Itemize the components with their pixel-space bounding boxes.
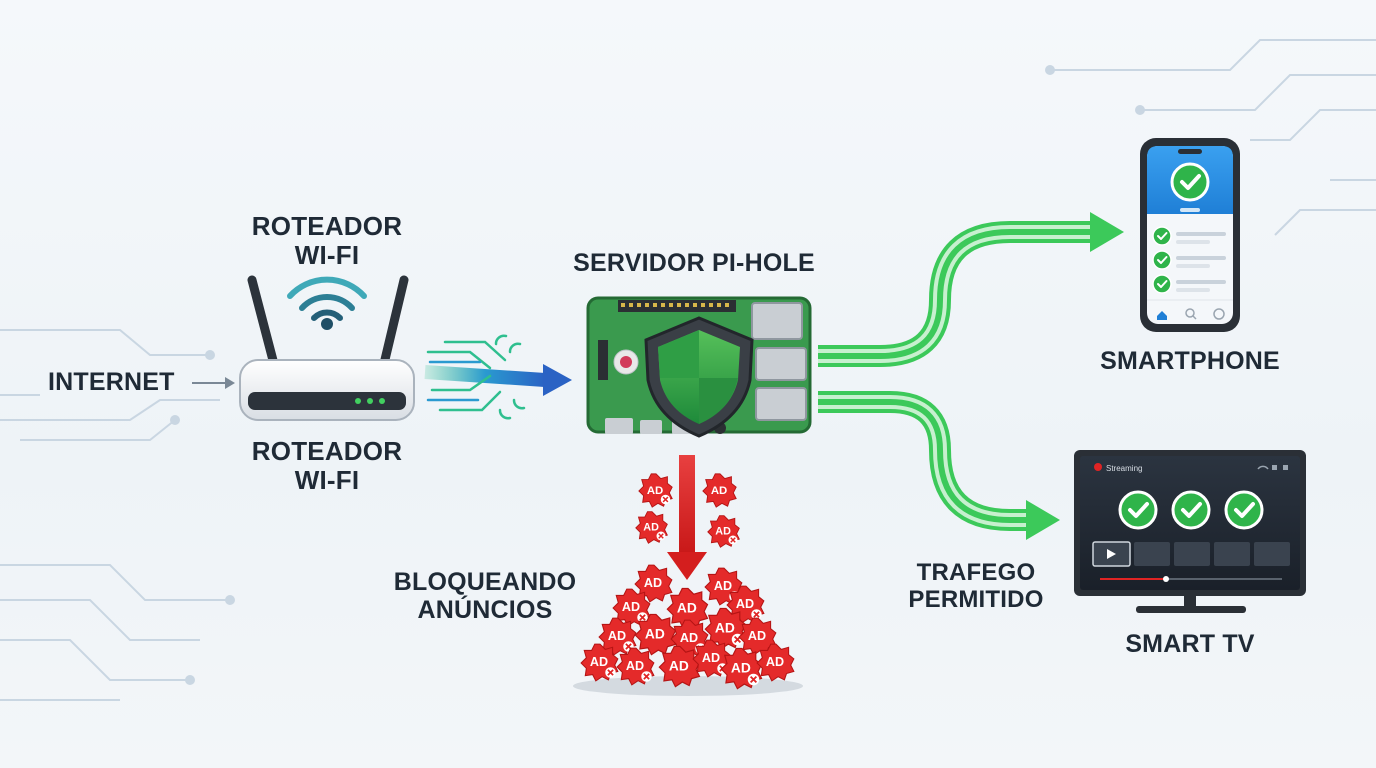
- ad-badge-text: AD: [669, 659, 689, 674]
- circuit-traces-decor: [0, 39, 1376, 701]
- ad-badge-icon: AD: [707, 515, 740, 548]
- ad-badge-icon: AD: [598, 617, 637, 656]
- blocking-line2: ANÚNCIOS: [417, 596, 553, 624]
- incoming-data-flow: [424, 334, 572, 420]
- ad-badge-text: AD: [645, 627, 665, 642]
- ad-badge-icon: AD: [702, 473, 737, 508]
- tv-wifi-icon: [1257, 465, 1269, 470]
- ad-badge-text: AD: [608, 629, 626, 643]
- traffic-line2: PERMITIDO: [908, 585, 1044, 613]
- ad-badge-icon: AD: [612, 588, 651, 627]
- ad-badge-text: AD: [643, 522, 659, 534]
- internet-arrow: [192, 377, 235, 389]
- globe-icon: [1213, 308, 1225, 320]
- ad-badge-text: AD: [647, 485, 663, 497]
- ad-badge-text: AD: [626, 659, 644, 673]
- ad-badge-icon: AD: [635, 511, 668, 544]
- ad-badge-text: AD: [590, 655, 608, 669]
- router-top-line2: WI-FI: [294, 240, 360, 271]
- blocked-flow-arrow: [667, 455, 707, 580]
- blocking-line1: BLOQUEANDO: [393, 568, 577, 596]
- ad-badge-text: AD: [715, 621, 735, 636]
- ad-badge-icon: AD: [616, 647, 655, 686]
- router-top-label: ROTEADOR WI-FI: [232, 211, 422, 271]
- ad-badge-icon: AD: [658, 645, 701, 688]
- wifi-icon: [287, 276, 367, 330]
- ad-badge-text: AD: [731, 661, 751, 676]
- smartphone-device: [1140, 138, 1240, 332]
- tv-screen-title: Streaming: [1106, 464, 1142, 473]
- allowed-flow-to-tv: [818, 391, 1060, 540]
- search-icon: [1185, 308, 1195, 318]
- ad-badge-icon: AD: [638, 473, 673, 508]
- ad-badge-icon: AD: [720, 647, 763, 690]
- ad-badge-icon: AD: [726, 585, 765, 624]
- play-icon: [1107, 549, 1116, 559]
- router-bottom-line2: WI-FI: [294, 465, 360, 496]
- smart-tv-label: SMART TV: [1125, 630, 1255, 658]
- phone-check-icon: [1170, 162, 1210, 202]
- ad-badge-icon: AD: [634, 613, 677, 656]
- ad-badge-icon: AD: [580, 643, 619, 682]
- router-top-line1: ROTEADOR: [251, 211, 403, 241]
- ad-badge-text: AD: [748, 629, 766, 643]
- ad-badge-text: AD: [736, 597, 754, 611]
- ad-badge-text: AD: [622, 600, 640, 614]
- ad-badge-text: AD: [766, 655, 784, 669]
- ad-badge-text: AD: [714, 579, 732, 593]
- internet-label: INTERNET: [48, 368, 175, 396]
- ad-badge-text: AD: [644, 576, 662, 590]
- ad-badge-text: AD: [677, 601, 697, 616]
- ad-badge-text: AD: [715, 526, 731, 538]
- ad-badge-text: AD: [680, 631, 698, 645]
- traffic-line1: TRAFEGO: [916, 559, 1036, 586]
- router-bottom-label: ROTEADOR WI-FI: [232, 436, 422, 496]
- ad-badge-icon: AD: [666, 587, 709, 630]
- ad-badge-text: AD: [711, 485, 727, 497]
- ad-badge-text: AD: [702, 651, 720, 665]
- ad-badge-icon: AD: [634, 564, 673, 603]
- router-device: [239, 275, 415, 421]
- tv-record-icon: [1094, 463, 1102, 471]
- blocking-label: BLOQUEANDO ANÚNCIOS: [380, 568, 590, 624]
- ad-badge-icon: AD: [756, 643, 795, 682]
- ad-badge-icon: AD: [738, 617, 777, 656]
- smart-tv-device: [1074, 450, 1306, 613]
- smartphone-label: SMARTPHONE: [1100, 347, 1280, 375]
- allowed-flow-to-smartphone: [818, 212, 1124, 367]
- shield-icon: [644, 316, 754, 438]
- router-bottom-line1: ROTEADOR: [251, 436, 403, 466]
- home-icon: [1157, 311, 1167, 320]
- traffic-allowed-label: TRAFEGO PERMITIDO: [896, 559, 1056, 614]
- server-label: SERVIDOR PI-HOLE: [573, 249, 815, 277]
